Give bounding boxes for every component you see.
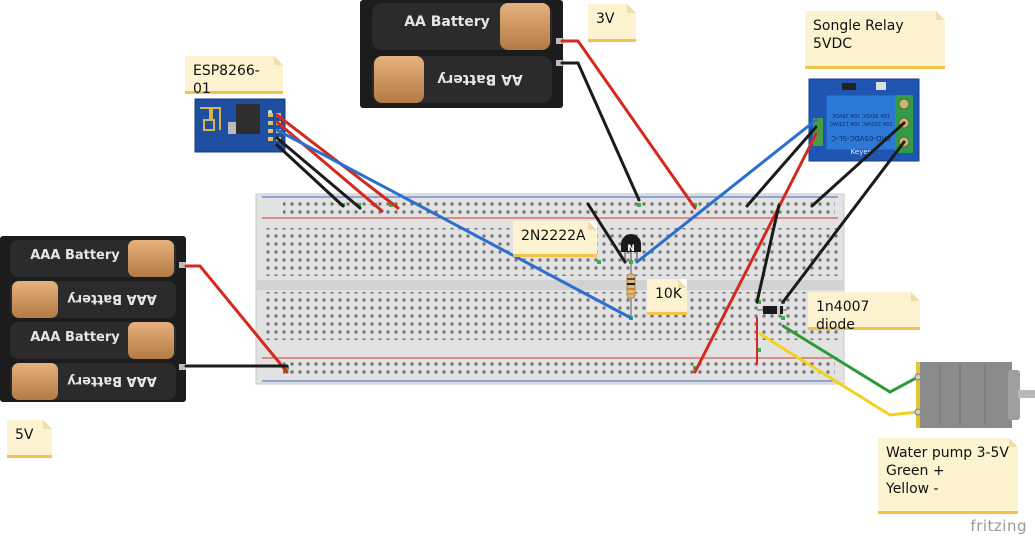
note-transistor: 2N2222A [513, 221, 597, 257]
aa-battery-label-top: AA Battery [404, 14, 490, 30]
note-resistor: 10K [647, 279, 687, 315]
fritzing-watermark: fritzing [970, 517, 1027, 535]
water-pump [914, 362, 1035, 428]
transistor-2n2222a: N [621, 234, 641, 262]
relay-rating-1: 10A 250VAC 10A 125VAC [829, 120, 893, 126]
transistor-symbol: N [627, 244, 635, 254]
aa-battery-pack: AA Battery AA Battery [360, 0, 564, 108]
diode-1n4007 [757, 306, 787, 314]
note-water-pump: Water pump 3-5V Green + Yellow - [878, 438, 1018, 514]
relay-module: Keyes SRD-05VDC-SL-C 10A 250VAC 10A 125V… [808, 78, 920, 162]
aaa-battery-label-2: AAA Battery [67, 291, 157, 306]
aaa-battery-pack: AAA Battery AAA Battery AAA Battery AAA … [0, 236, 186, 402]
relay-rating-2: 10A 30VDC 10A 28VDC [831, 112, 890, 118]
aaa-battery-label-4: AAA Battery [67, 373, 157, 388]
note-aaa-voltage: 5V [7, 420, 52, 458]
aaa-battery-label-1: AAA Battery [30, 248, 120, 263]
note-relay: Songle Relay 5VDC [805, 11, 945, 69]
relay-brand: Keyes [851, 148, 872, 156]
relay-model: SRD-05VDC-SL-C [831, 134, 890, 142]
aa-battery-label-bottom: AA Battery [437, 71, 523, 87]
wires [184, 39, 920, 417]
esp8266-module [194, 98, 286, 153]
note-esp8266: ESP8266-01 [185, 56, 283, 97]
resistor-10k [626, 264, 636, 318]
aaa-battery-label-3: AAA Battery [30, 330, 120, 345]
note-diode: 1n4007 diode [808, 292, 920, 333]
note-aa-voltage: 3V [588, 4, 636, 42]
